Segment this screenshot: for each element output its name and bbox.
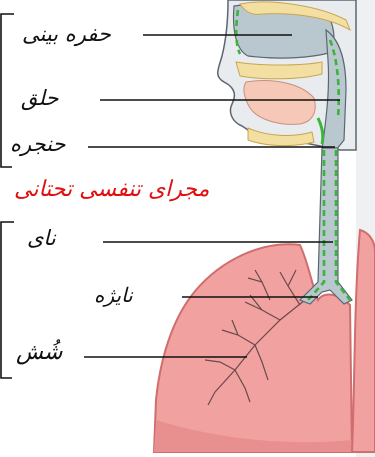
label-pharynx: حلق bbox=[21, 86, 58, 110]
label-bronchus: نایژه bbox=[94, 283, 133, 307]
lower-tract-bracket bbox=[1, 222, 14, 378]
label-trachea: نای bbox=[27, 226, 56, 250]
label-larynx: حنجره bbox=[10, 132, 65, 156]
palate-bone bbox=[236, 62, 322, 79]
label-nasal-cavity: حفره بینی bbox=[22, 22, 111, 46]
label-lung: شُش bbox=[16, 340, 62, 365]
right-lung bbox=[352, 230, 375, 452]
label-lower-respiratory-tract: مجرای تنفسی تحتانی bbox=[14, 177, 209, 202]
